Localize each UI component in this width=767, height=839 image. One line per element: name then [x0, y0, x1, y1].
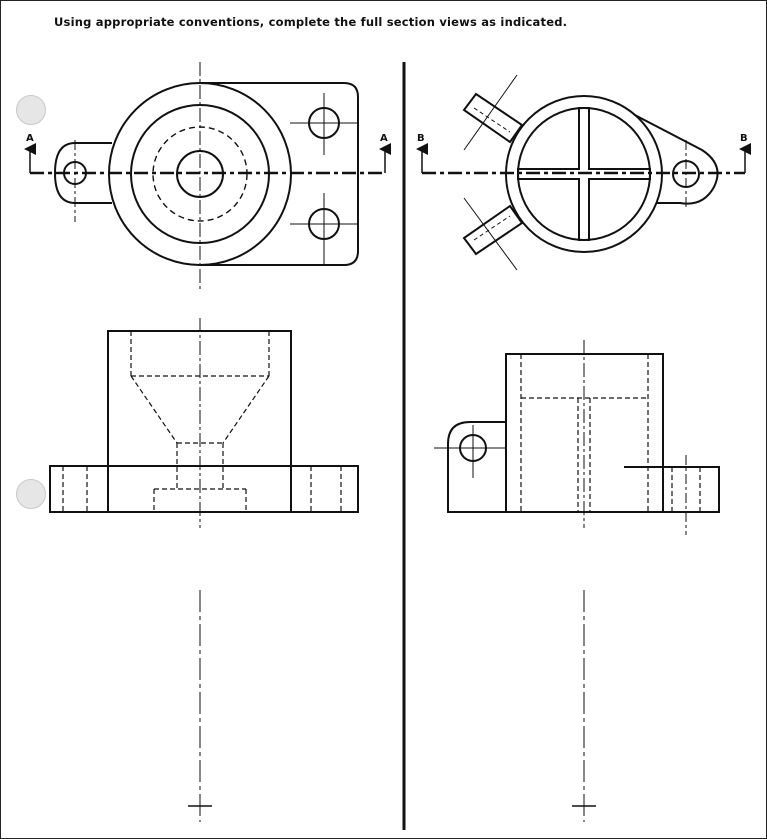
cross-ribs [517, 107, 651, 241]
section-label-b-right: B [740, 133, 748, 144]
base-front-outline [49, 465, 359, 513]
cutting-plane-b [416, 143, 751, 175]
left-top-centrelines [74, 62, 358, 290]
right-answer-centreline [572, 590, 596, 822]
cutting-plane-a [24, 143, 391, 175]
tab-boss-outline [447, 421, 506, 513]
ear-outline [53, 142, 112, 204]
section-label-a-left: A [26, 133, 34, 144]
section-label-b-left: B [417, 133, 425, 144]
binder-punch-hole-top [16, 95, 46, 125]
instruction-text: Using appropriate conventions, complete … [54, 15, 568, 29]
left-front-hidden-lines [62, 331, 342, 512]
base-plate-outline [200, 82, 359, 266]
left-answer-centreline [188, 590, 212, 822]
tab-lower [462, 204, 524, 256]
section-label-a-right: A [380, 133, 388, 144]
binder-punch-hole-bottom [16, 479, 46, 509]
right-front-hidden-lines [520, 354, 701, 512]
right-front-centrelines [434, 340, 687, 535]
lug-outline [560, 112, 719, 205]
right-top-details [463, 74, 687, 271]
tab-upper [462, 92, 524, 144]
left-front-view [49, 330, 359, 513]
